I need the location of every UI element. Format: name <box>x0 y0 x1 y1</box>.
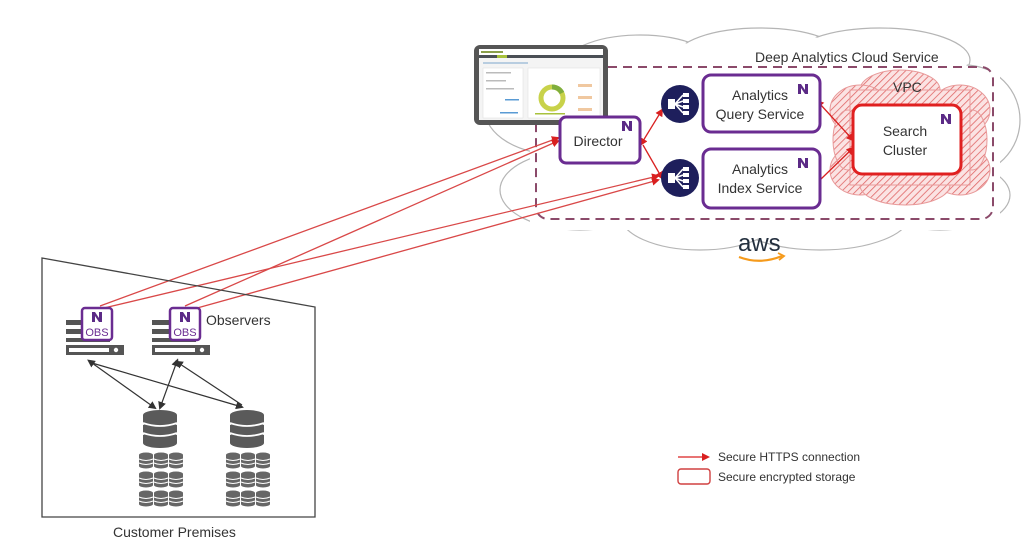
dashboard-screenshot <box>474 45 608 125</box>
director-label: Director <box>573 133 622 149</box>
extrahop-logo-icon <box>621 120 633 132</box>
extrahop-logo-icon <box>179 311 191 323</box>
director-node[interactable]: Director <box>558 115 642 165</box>
red-rounded-box-icon <box>677 468 711 485</box>
database-icon <box>153 490 169 507</box>
aws-logo: aws <box>738 230 786 262</box>
obs1-to-index <box>103 173 660 309</box>
extrahop-logo-icon <box>940 113 952 125</box>
datastore-group <box>138 409 184 507</box>
load-balancer-icon <box>660 158 700 198</box>
search-cluster-line2: Cluster <box>883 142 928 158</box>
vpc-label: VPC <box>893 79 922 95</box>
database-icon <box>153 452 169 469</box>
observer-badge: OBS <box>85 327 108 339</box>
observer-badge: OBS <box>173 327 196 339</box>
datastore-group <box>225 409 271 507</box>
database-icon <box>138 471 154 488</box>
cloud-service-label: Deep Analytics Cloud Service <box>755 49 939 65</box>
database-icon <box>240 490 256 507</box>
database-icon <box>240 452 256 469</box>
query-service-line1: Analytics <box>732 87 788 103</box>
database-icon <box>153 471 169 488</box>
database-icon <box>225 452 241 469</box>
obs2-to-director <box>184 139 560 307</box>
legend-label: Secure encrypted storage <box>718 470 856 484</box>
extrahop-logo-icon <box>797 157 809 169</box>
internal-connections <box>639 99 855 181</box>
database-icon <box>138 452 154 469</box>
database-icon <box>229 409 265 449</box>
index-service-line2: Index Service <box>718 180 803 196</box>
database-icon <box>255 452 271 469</box>
database-icon <box>168 452 184 469</box>
database-icon <box>138 490 154 507</box>
search-cluster-node[interactable]: Search Cluster <box>851 103 963 176</box>
database-icon <box>255 471 271 488</box>
legend-item-https: Secure HTTPS connection <box>678 450 860 464</box>
customer-premises-label: Customer Premises <box>113 524 236 540</box>
legend-item-storage: Secure encrypted storage <box>677 468 856 485</box>
observer-appliance[interactable]: OBS <box>152 306 210 355</box>
query-service-line2: Query Service <box>716 106 805 122</box>
analytics-index-service-node[interactable]: Analytics Index Service <box>701 147 822 210</box>
observers-label: Observers <box>206 312 271 328</box>
obs2-to-index <box>189 177 660 311</box>
extrahop-logo-icon <box>797 83 809 95</box>
legend-label: Secure HTTPS connection <box>718 450 860 464</box>
load-balancer-icon <box>660 84 700 124</box>
customer-premises-boundary <box>41 257 316 518</box>
database-icon <box>168 490 184 507</box>
database-icon <box>225 490 241 507</box>
legend: Secure HTTPS connection Secure encrypted… <box>677 450 860 485</box>
database-icon <box>240 471 256 488</box>
svg-text:aws: aws <box>738 230 781 257</box>
database-icon <box>225 471 241 488</box>
extrahop-logo-icon <box>91 311 103 323</box>
search-cluster-line1: Search <box>883 123 927 139</box>
observer-datastore-links <box>87 358 244 410</box>
database-icon <box>168 471 184 488</box>
database-icon <box>142 409 178 449</box>
cloud-service-boundary <box>535 66 994 220</box>
index-service-line1: Analytics <box>732 161 788 177</box>
observer-appliance[interactable]: OBS <box>66 306 124 355</box>
obs1-to-director <box>99 136 560 307</box>
database-icon <box>255 490 271 507</box>
analytics-query-service-node[interactable]: Analytics Query Service <box>701 73 822 134</box>
